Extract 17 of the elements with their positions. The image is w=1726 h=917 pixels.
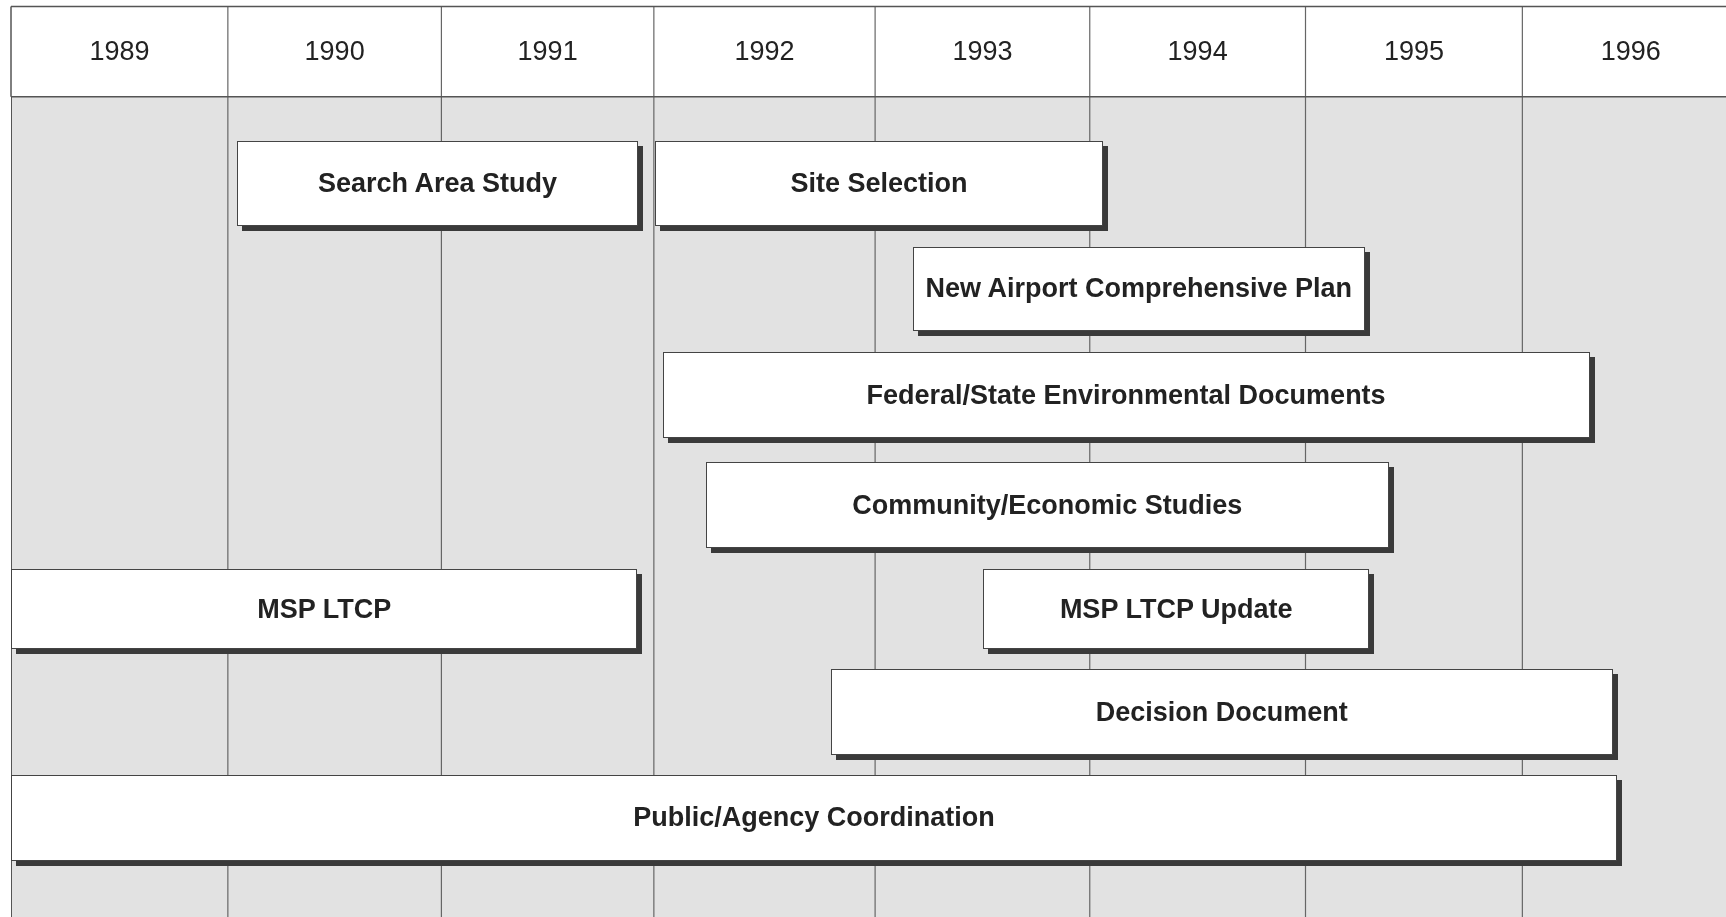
task-label: Public/Agency Coordination: [633, 802, 995, 834]
task-label: Community/Economic Studies: [852, 489, 1243, 521]
task-label: Federal/State Environmental Documents: [866, 379, 1386, 411]
year-label: 1993: [952, 35, 1013, 69]
year-label: 1992: [734, 35, 795, 69]
task-label: Search Area Study: [318, 167, 558, 199]
task-label: New Airport Comprehensive Plan: [925, 273, 1353, 305]
task-label: MSP LTCP: [257, 593, 392, 625]
task-label: Site Selection: [790, 167, 968, 199]
year-label: 1989: [89, 35, 150, 69]
year-label: 1995: [1383, 35, 1444, 69]
year-label: 1991: [517, 35, 578, 69]
year-label: 1990: [304, 35, 365, 69]
year-label: 1996: [1600, 35, 1661, 69]
task-label: MSP LTCP Update: [1059, 593, 1293, 625]
year-label: 1994: [1167, 35, 1228, 69]
task-label: Decision Document: [1095, 696, 1348, 728]
